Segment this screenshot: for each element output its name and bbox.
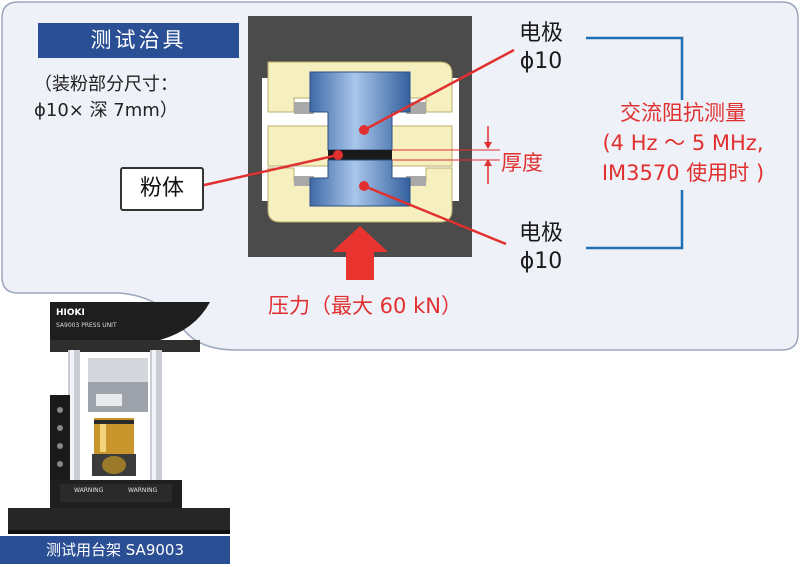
electrode-top-line2: ϕ10 [519,49,563,74]
stand-model: SA9003 PRESS UNIT [56,322,117,329]
press-stand [8,302,230,534]
stand-warning-1: WARNING [74,487,104,494]
powder-label: 粉体 [120,167,204,211]
measurement-text: 交流阻抗测量 (4 Hz ～ 5 MHz, IM3570 使用时 ) [578,98,788,188]
stand-warning-2: WARNING [128,487,158,494]
pressure-label: 压力（最大 60 kN） [268,294,462,318]
stand-caption: 测试用台架 SA9003 [0,536,230,564]
powder-layer [328,150,392,160]
fixture-note-line2: ϕ10× 深 7mm） [34,100,178,121]
electrode-bottom-line1: 电极 [518,221,563,246]
electrode-bottom-label: 电极 ϕ10 [506,220,576,276]
electrode-top-line1: 电极 [518,21,563,46]
electrode-bottom-line2: ϕ10 [519,249,563,274]
pressure-arrow [332,226,388,280]
electrode-top-label: 电极 ϕ10 [506,20,576,76]
fixture-note-line1: （装粉部分尺寸： [34,74,178,95]
measurement-line1: 交流阻抗测量 [620,101,746,125]
measurement-line3: IM3570 使用时 ) [601,161,765,185]
stand-brand: HIOKI [56,308,85,318]
fixture-title: 测试治具 [38,23,239,58]
thickness-label: 厚度 [501,151,543,175]
measurement-line2: (4 Hz ～ 5 MHz, [602,131,764,155]
